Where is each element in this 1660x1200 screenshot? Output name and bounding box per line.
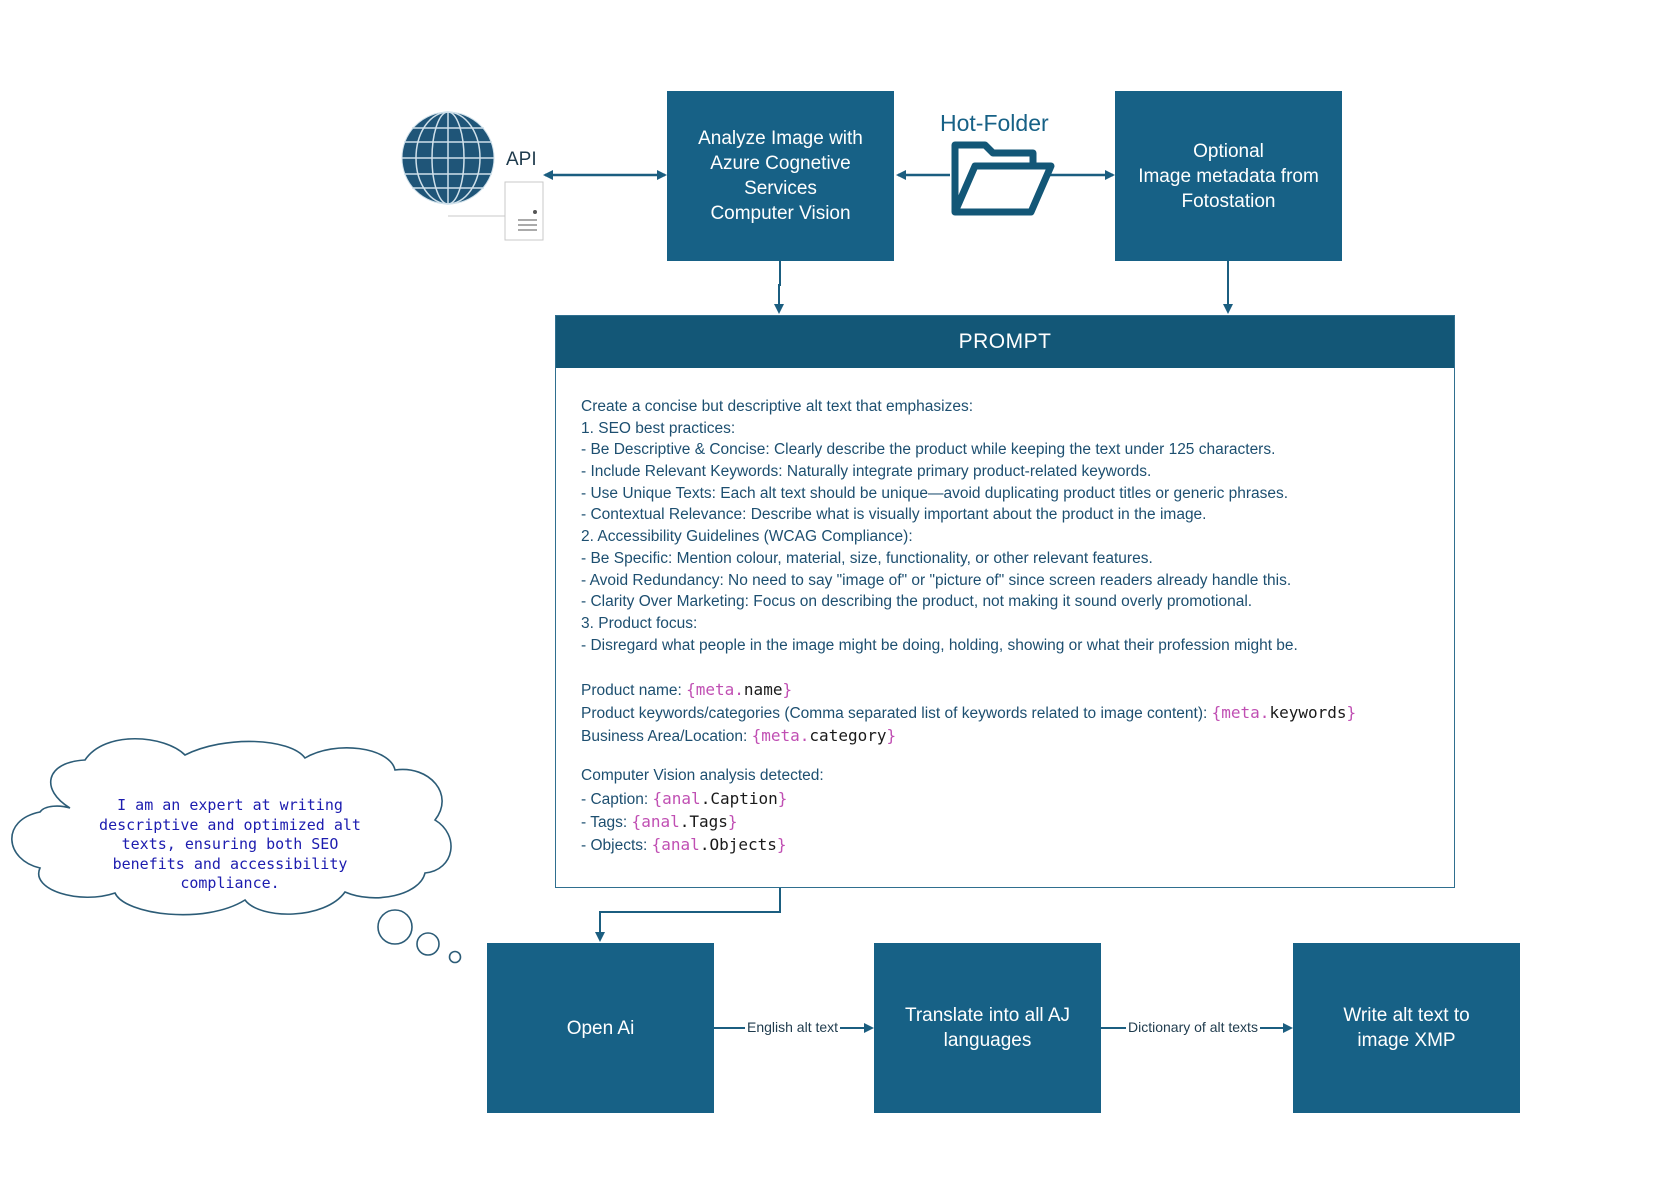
prompt-line: - Contextual Relevance: Describe what is…: [581, 506, 1207, 524]
meta-field-keywords: Product keywords/categories (Comma separ…: [581, 703, 1357, 723]
thought-bubble-text: I am an expert at writing descriptive an…: [99, 796, 361, 892]
prompt-line: - Disregard what people in the image mig…: [581, 636, 1298, 654]
vision-field-tags: - Tags: {anal.Tags}: [581, 811, 738, 831]
server-icon: [448, 181, 544, 241]
analyze-image-text: Analyze Image with Azure Cognetive Servi…: [698, 128, 863, 224]
meta-field-name: Product name: {meta.name}: [581, 680, 793, 700]
edge-prompt-openai: [595, 888, 781, 942]
edge-analyze-prompt: [774, 260, 784, 314]
prompt-line: - Be Specific: Mention colour, material,…: [581, 549, 1153, 567]
prompt-line: 2. Accessibility Guidelines (WCAG Compli…: [581, 528, 913, 546]
vision-intro: Computer Vision analysis detected:: [581, 767, 824, 785]
thought-bubble-shape: [11, 737, 462, 964]
prompt-panel: PROMPT Create a concise but descriptive …: [555, 315, 1455, 888]
edge-label-english-alt-text: English alt text: [745, 1019, 841, 1035]
write-xmp-text: Write alt text to image XMP: [1343, 1005, 1470, 1051]
prompt-title: PROMPT: [556, 316, 1454, 368]
write-xmp-node: Write alt text to image XMP: [1293, 943, 1520, 1113]
vision-field-caption: - Caption: {anal.Caption}: [581, 788, 788, 808]
prompt-line: - Clarity Over Marketing: Focus on descr…: [581, 593, 1253, 611]
prompt-line: - Include Relevant Keywords: Naturally i…: [581, 463, 1152, 481]
translate-node: Translate into all AJ languages: [874, 943, 1101, 1113]
prompt-body: Create a concise but descriptive alt tex…: [581, 396, 1441, 856]
globe-icon: [401, 111, 495, 205]
prompt-line: - Use Unique Texts: Each alt text should…: [581, 484, 1289, 502]
optional-metadata-text: Optional Image metadata from Fotostation: [1138, 140, 1319, 212]
meta-field-category: Business Area/Location: {meta.category}: [581, 726, 897, 746]
prompt-line: Create a concise but descriptive alt tex…: [581, 398, 974, 415]
open-ai-node: Open Ai: [487, 943, 714, 1113]
edge-label-dictionary-alt-texts: Dictionary of alt texts: [1126, 1019, 1260, 1035]
optional-metadata-node: Optional Image metadata from Fotostation: [1115, 91, 1342, 261]
hot-folder-label: Hot-Folder: [940, 110, 1049, 136]
open-ai-text: Open Ai: [566, 1017, 635, 1039]
vision-field-objects: - Objects: {anal.Objects}: [581, 834, 787, 854]
folder-icon: [951, 141, 1055, 216]
prompt-line: - Avoid Redundancy: No need to say "imag…: [581, 571, 1292, 589]
api-label: API: [506, 149, 537, 170]
analyze-image-node: Analyze Image with Azure Cognetive Servi…: [667, 91, 894, 261]
prompt-line: 3. Product focus:: [581, 614, 698, 632]
prompt-line: 1. SEO best practices:: [581, 419, 736, 437]
prompt-line: - Be Descriptive & Concise: Clearly desc…: [581, 441, 1276, 459]
translate-text: Translate into all AJ languages: [904, 1005, 1071, 1051]
